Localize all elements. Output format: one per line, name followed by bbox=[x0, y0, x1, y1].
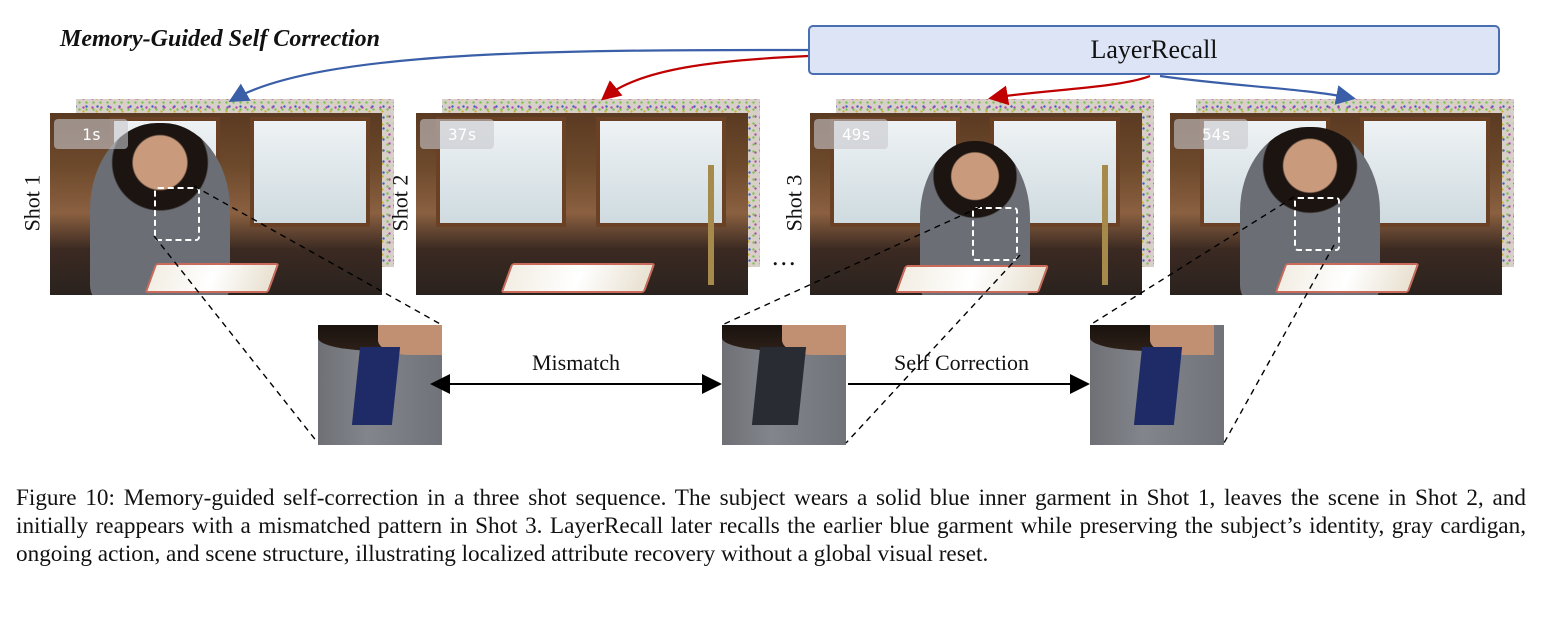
mismatch-label: Mismatch bbox=[532, 350, 620, 375]
shot-2-frame-stack: 37s bbox=[416, 99, 760, 295]
selection-box bbox=[972, 207, 1018, 261]
ellipsis: ... bbox=[772, 242, 798, 271]
shot-4-frame: 54s bbox=[1170, 113, 1502, 295]
window-right bbox=[596, 117, 726, 227]
timestamp-badge: 1s bbox=[54, 119, 128, 149]
figure-caption: Figure 10: Memory-guided self-correction… bbox=[16, 485, 1526, 567]
zoom-lines bbox=[153, 185, 1335, 444]
layerrecall-box: LayerRecall bbox=[808, 25, 1500, 75]
crop-shot-1 bbox=[318, 325, 442, 445]
selection-box bbox=[1294, 197, 1340, 251]
desk-lamp bbox=[708, 165, 714, 285]
recall-arrow-shot-1 bbox=[228, 48, 809, 102]
crop-shot-3 bbox=[722, 325, 846, 445]
layerrecall-label: LayerRecall bbox=[1090, 35, 1218, 64]
window-right bbox=[1360, 117, 1490, 227]
crop-shot-4 bbox=[1090, 325, 1224, 445]
self-correction-label: Self Correction bbox=[894, 350, 1030, 375]
window-right bbox=[250, 117, 370, 227]
recall-arrow-shot-2 bbox=[600, 54, 809, 101]
shot-3-frame-stack: 49s bbox=[810, 99, 1154, 295]
timestamp-badge: 49s bbox=[814, 119, 888, 149]
shot-1-frame-stack: 1s bbox=[50, 99, 394, 295]
figure-title: Memory-Guided Self Correction bbox=[60, 26, 380, 52]
shot-1-frame: 1s bbox=[50, 113, 382, 295]
selection-box bbox=[154, 187, 200, 241]
shot-2-frame: 37s bbox=[416, 113, 748, 295]
shot-3-frame: 49s bbox=[810, 113, 1142, 295]
connector-overlay bbox=[153, 48, 1356, 444]
desk-lamp bbox=[1102, 165, 1108, 285]
recall-arrow-shot-3 bbox=[988, 74, 1151, 106]
timestamp-badge: 54s bbox=[1174, 119, 1248, 149]
shot-4-frame-stack: 54s bbox=[1170, 99, 1514, 295]
recall-arrow-shot-4 bbox=[1159, 74, 1356, 105]
timestamp-badge: 37s bbox=[420, 119, 494, 149]
